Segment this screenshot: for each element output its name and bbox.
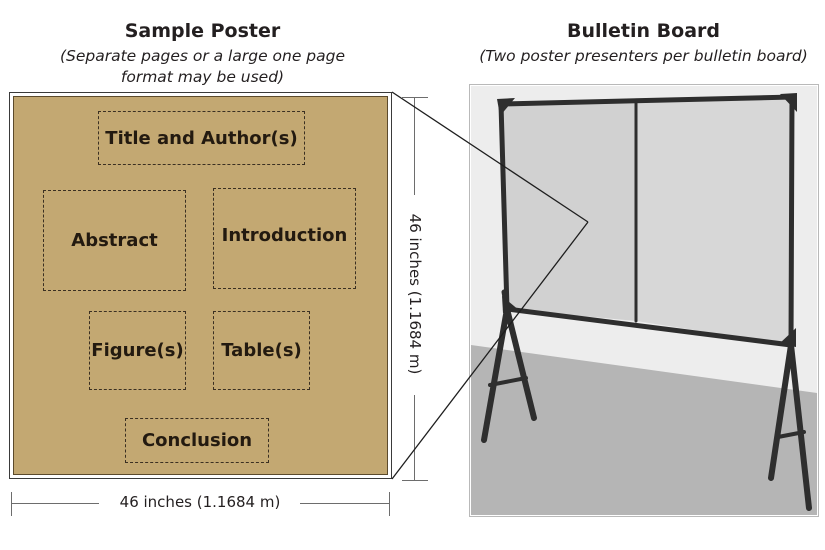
corner-bracket-bottom-left	[502, 296, 520, 313]
height-dimension-line-top	[414, 97, 415, 195]
poster-heading: Sample Poster	[124, 20, 281, 42]
height-dimension-top-tick	[402, 97, 428, 98]
corner-bracket-top-left	[497, 98, 515, 116]
width-dimension-right-tick	[389, 492, 390, 516]
connector-top	[391, 91, 589, 223]
title-author-box: Title and Author(s)	[98, 111, 305, 165]
left-leg-back	[504, 306, 537, 421]
abstract-box: Abstract	[43, 190, 186, 291]
width-dimension-line-left	[11, 503, 99, 504]
poster-subtitle-line-1: (Separate pages or a large one page	[59, 47, 346, 65]
board-panel-right	[636, 97, 792, 345]
corner-bracket-bottom-right	[779, 328, 796, 347]
poster-surface: Title and Author(s) Abstract Introductio…	[13, 96, 388, 475]
width-dimension-label: 46 inches (1.1684 m)	[119, 493, 281, 511]
corner-bracket-top-right	[780, 93, 797, 112]
width-dimension-left-tick	[11, 492, 12, 516]
right-leg-front	[768, 342, 794, 481]
right-leg-brace	[776, 430, 806, 439]
left-leg-front	[481, 306, 510, 443]
board-heading: Bulletin Board	[567, 20, 720, 42]
width-dimension-line-right	[300, 503, 390, 504]
sample-poster: Title and Author(s) Abstract Introductio…	[9, 92, 392, 479]
right-leg-back	[788, 342, 812, 511]
poster-subtitle: (Separate pages or a large one page form…	[0, 46, 405, 88]
bulletin-board-frame	[469, 84, 819, 517]
board-panel-left	[501, 101, 636, 321]
introduction-box: Introduction	[213, 188, 356, 289]
connector-bottom	[391, 221, 589, 480]
height-dimension-bottom-tick	[402, 480, 428, 481]
height-dimension-line-bottom	[414, 395, 415, 480]
board-floor	[471, 345, 817, 515]
left-leg-brace	[488, 376, 528, 387]
tables-box: Table(s)	[213, 311, 310, 390]
board-subtitle: (Two poster presenters per bulletin boar…	[479, 47, 808, 65]
figures-box: Figure(s)	[89, 311, 186, 390]
poster-subtitle-line-2: format may be used)	[120, 68, 285, 86]
conclusion-box: Conclusion	[125, 418, 269, 463]
